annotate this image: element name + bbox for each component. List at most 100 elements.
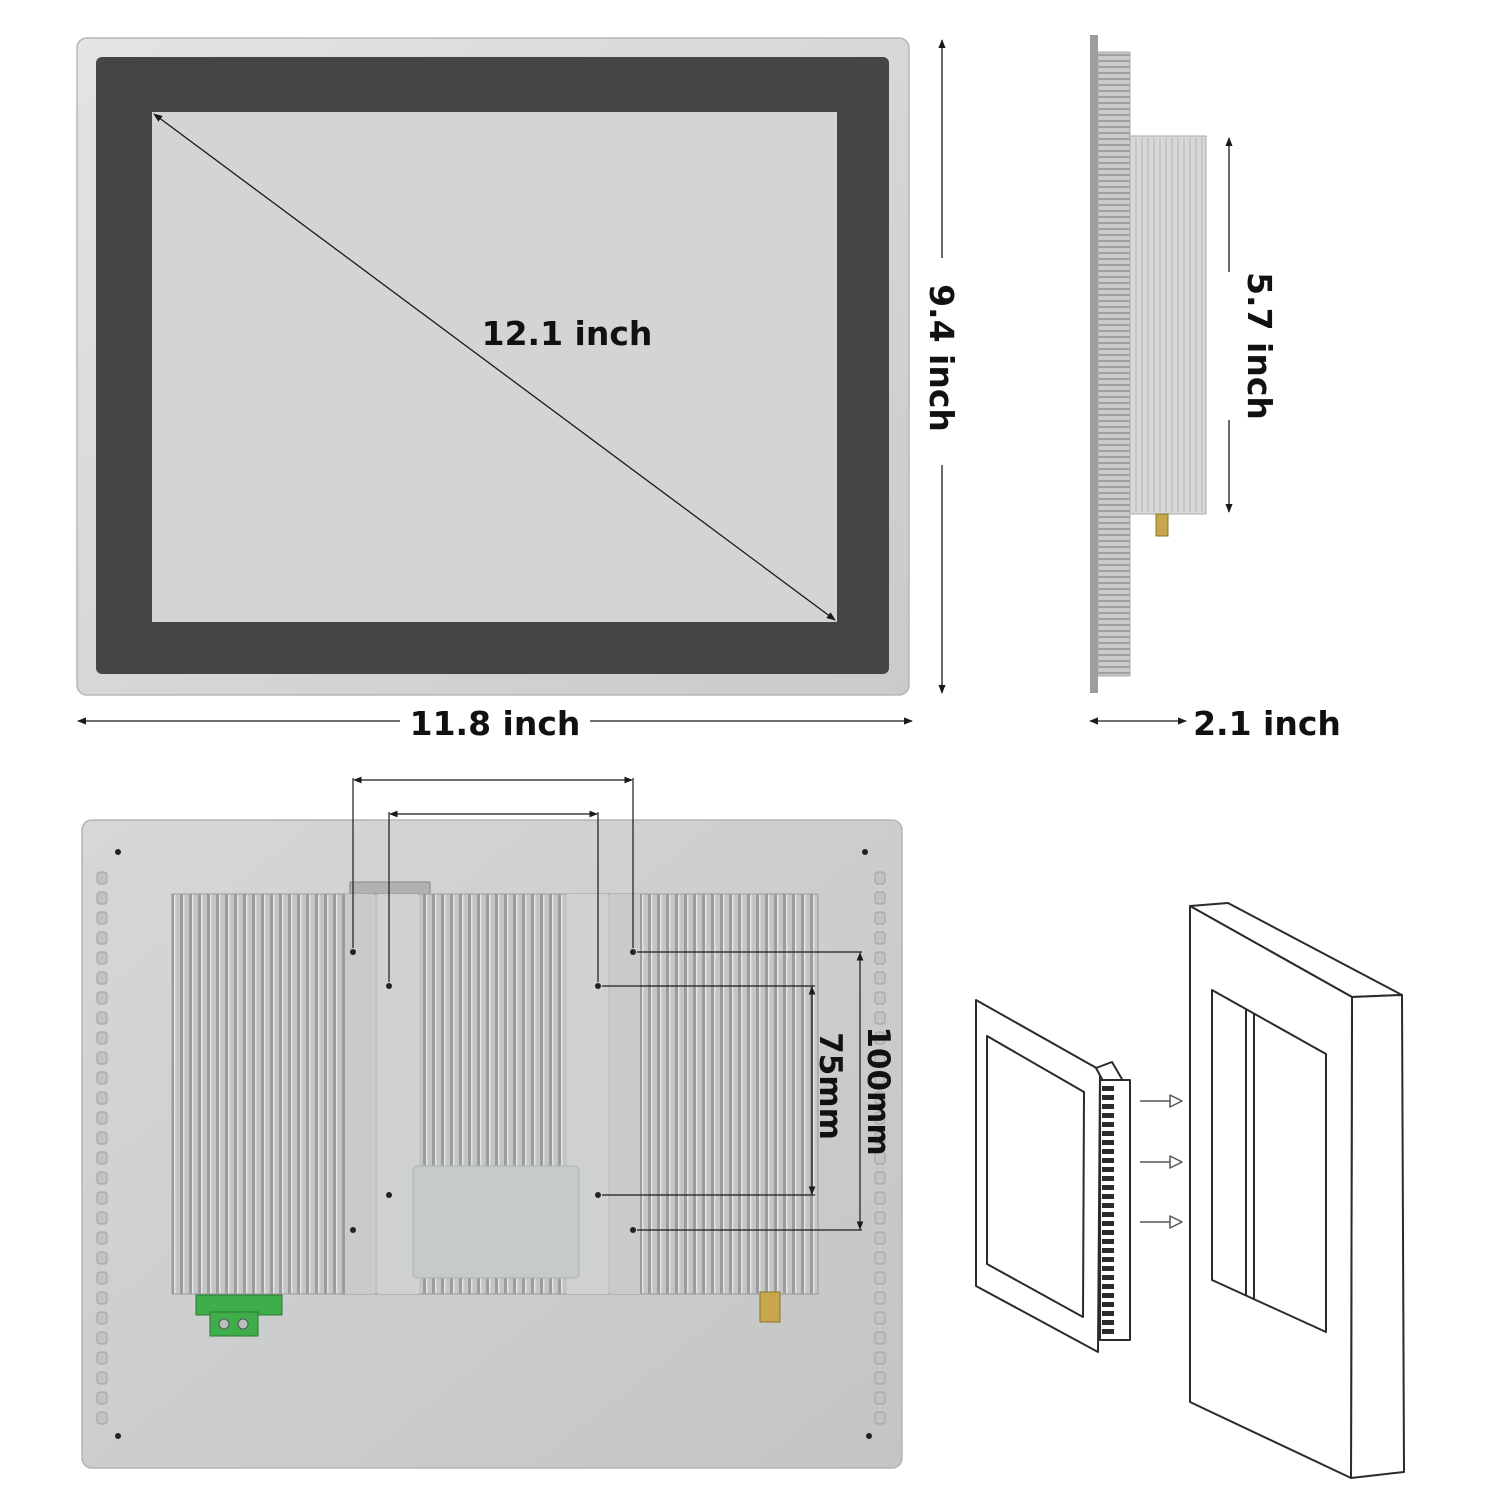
panel-fin: [1102, 1158, 1114, 1163]
edge-slot: [874, 1291, 886, 1305]
edge-slot: [874, 1331, 886, 1345]
panel-fin: [1102, 1284, 1114, 1289]
panel-rear-housing: [1099, 1079, 1131, 1341]
edge-slot: [96, 1011, 108, 1025]
edge-slot: [874, 1251, 886, 1265]
vesa-hole: [595, 1192, 601, 1198]
side-rear-housing: [1129, 135, 1207, 515]
panel-screen: [986, 1035, 1085, 1318]
panel-fin: [1102, 1329, 1114, 1334]
panel-fin: [1102, 1203, 1114, 1208]
vesa-hole: [630, 949, 636, 955]
edge-slot: [874, 1391, 886, 1405]
edge-slot: [874, 1071, 886, 1085]
edge-slot: [874, 1131, 886, 1145]
vesa-outer-label: 100mm: [860, 1026, 896, 1155]
edge-slot: [96, 1191, 108, 1205]
cabinet-cutout: [1211, 989, 1327, 1333]
edge-slot: [96, 971, 108, 985]
vesa-top-dimensions: [352, 776, 634, 982]
edge-slot: [96, 1271, 108, 1285]
edge-slot: [96, 1171, 108, 1185]
edge-slot: [96, 911, 108, 925]
panel-height-label: 9.4 inch: [922, 284, 961, 432]
panel-fin: [1102, 1194, 1114, 1199]
edge-slot: [96, 1331, 108, 1345]
terminal-screw: [218, 1318, 230, 1330]
edge-slot: [96, 1151, 108, 1165]
panel-fin: [1102, 1320, 1114, 1325]
panel-width-label: 11.8 inch: [410, 704, 581, 743]
edge-slot: [874, 1031, 886, 1045]
edge-slots: [96, 871, 886, 1425]
panel-fin: [1102, 1113, 1114, 1118]
heatsink-mount-rail: [610, 894, 640, 1294]
edge-slot: [874, 1231, 886, 1245]
panel-fin: [1102, 1167, 1114, 1172]
edge-slot: [96, 951, 108, 965]
panel-fin: [1102, 1140, 1114, 1145]
arrow-right-icon: [1140, 1155, 1183, 1169]
arrow-right-icon: [1140, 1094, 1183, 1108]
edge-slot: [96, 1391, 108, 1405]
panel-fin: [1102, 1086, 1114, 1091]
edge-slot: [96, 1411, 108, 1425]
panel-fin: [1102, 1311, 1114, 1316]
panel-fin: [1102, 1230, 1114, 1235]
screen-diagonal-label: 12.1 inch: [482, 314, 653, 353]
edge-slot: [96, 1291, 108, 1305]
corner-screw: [862, 849, 868, 855]
edge-slot: [96, 1111, 108, 1125]
corner-screw: [866, 1433, 872, 1439]
edge-slot: [874, 971, 886, 985]
panel-fin: [1102, 1149, 1114, 1154]
terminal-screw: [237, 1318, 249, 1330]
panel-fin: [1102, 1266, 1114, 1271]
panel-fin: [1102, 1257, 1114, 1262]
vesa-hole: [630, 1227, 636, 1233]
side-antenna-connector: [1155, 513, 1169, 537]
edge-slot: [874, 1011, 886, 1025]
edge-slot: [874, 1371, 886, 1385]
edge-slot: [874, 951, 886, 965]
edge-slot: [874, 931, 886, 945]
power-terminal-plug: [209, 1311, 259, 1337]
edge-slot: [874, 1171, 886, 1185]
edge-slot: [874, 871, 886, 885]
edge-slot: [874, 1111, 886, 1125]
side-frame: [1097, 51, 1131, 677]
edge-slot: [874, 991, 886, 1005]
edge-slot: [874, 1191, 886, 1205]
edge-slot: [874, 1051, 886, 1065]
edge-slot: [874, 1211, 886, 1225]
edge-slot: [874, 1151, 886, 1165]
panel-fin: [1102, 1239, 1114, 1244]
panel-side-fins: [1102, 1086, 1114, 1334]
corner-screw: [115, 849, 121, 855]
edge-slot: [96, 1371, 108, 1385]
edge-slot: [874, 1351, 886, 1365]
vesa-side-dimensions: [602, 951, 864, 1231]
panel-fin: [1102, 1221, 1114, 1226]
cabinet-side: [1350, 994, 1405, 1479]
edge-slot: [96, 871, 108, 885]
arrow-right-icon: [1140, 1215, 1183, 1229]
corner-screw: [115, 1433, 121, 1439]
edge-slot: [874, 891, 886, 905]
housing-fin-lines: [1135, 138, 1203, 512]
product-label-plate: [412, 1165, 580, 1279]
panel-fin: [1102, 1176, 1114, 1181]
edge-slot: [96, 1091, 108, 1105]
edge-slot: [96, 991, 108, 1005]
panel-depth-label: 2.1 inch: [1193, 704, 1341, 743]
vesa-inner-label: 75mm: [812, 1032, 848, 1140]
edge-slot: [874, 1271, 886, 1285]
panel-fin: [1102, 1131, 1114, 1136]
edge-slot: [96, 1031, 108, 1045]
panel-fin: [1102, 1302, 1114, 1307]
edge-slot: [96, 891, 108, 905]
panel-fin: [1102, 1212, 1114, 1217]
edge-slot: [96, 1251, 108, 1265]
back-antenna-connector: [759, 1291, 781, 1323]
vesa-hole: [350, 949, 356, 955]
